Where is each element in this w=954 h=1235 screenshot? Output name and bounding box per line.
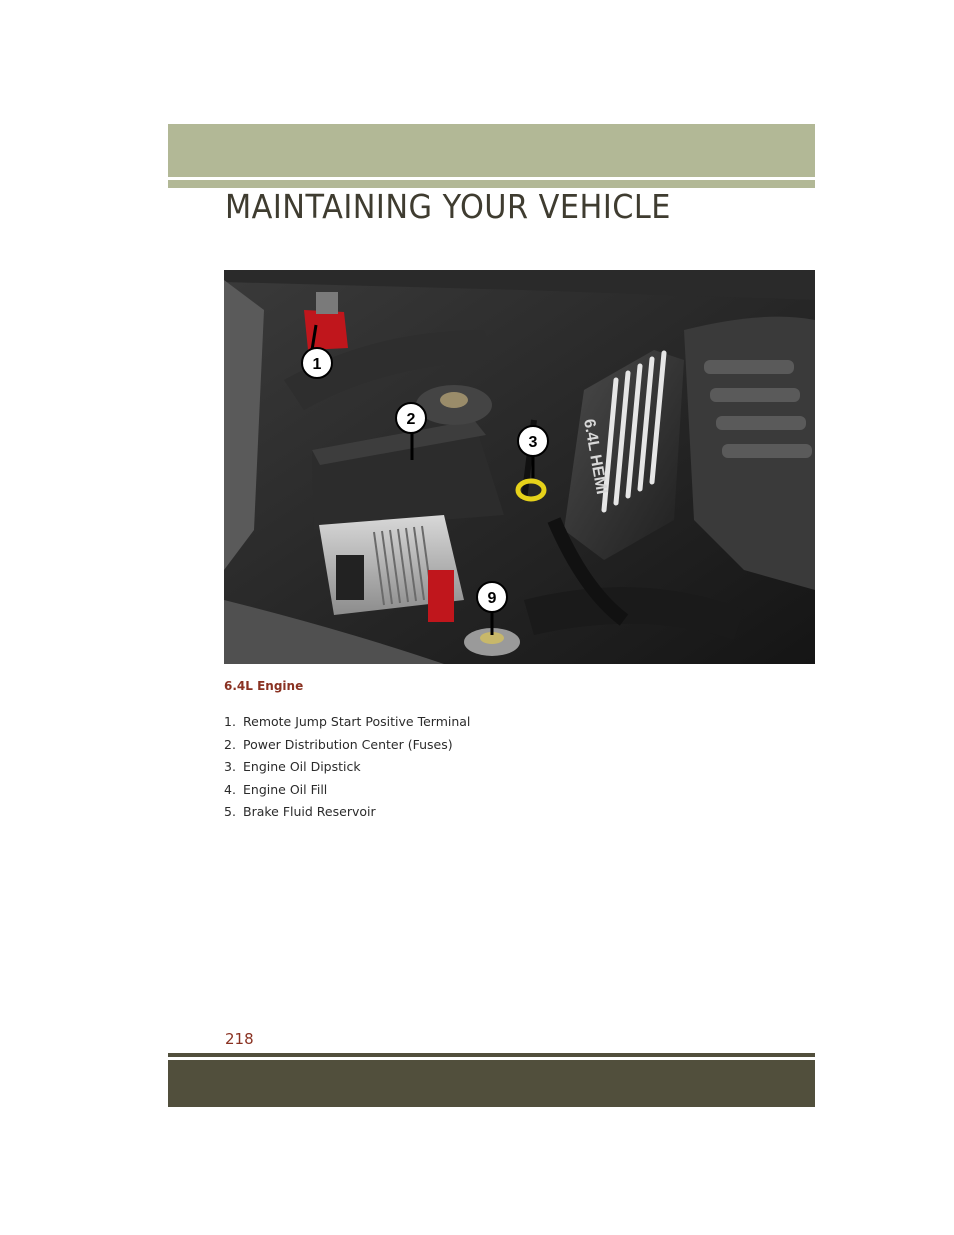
callout-9-label: 9 bbox=[488, 590, 497, 607]
callout-2-label: 2 bbox=[407, 411, 416, 428]
list-item-label: Engine Oil Fill bbox=[243, 781, 328, 797]
engine-control-module bbox=[319, 515, 464, 622]
list-item: 4. Engine Oil Fill bbox=[224, 781, 470, 804]
list-item-label: Remote Jump Start Positive Terminal bbox=[243, 714, 471, 729]
callout-3-label: 3 bbox=[529, 434, 538, 451]
callout-2: 2 bbox=[395, 402, 427, 460]
callout-3: 3 bbox=[517, 425, 549, 478]
footer-band bbox=[168, 1060, 815, 1107]
callout-1-label: 1 bbox=[313, 356, 322, 373]
engine-cover: 6.4L HEMI bbox=[564, 350, 684, 560]
list-item: 5. Brake Fluid Reservoir bbox=[224, 803, 470, 826]
list-item: 1. Remote Jump Start Positive Terminal bbox=[224, 713, 470, 736]
header-band bbox=[168, 124, 815, 177]
engine-photo: 6.4L HEMI 1 2 3 bbox=[224, 270, 815, 664]
list-item-number: 1. bbox=[224, 714, 236, 729]
header-rule bbox=[168, 180, 815, 188]
list-item-number: 4. bbox=[224, 781, 236, 797]
list-item-label: Engine Oil Dipstick bbox=[243, 759, 361, 774]
page-title: MAINTAINING YOUR VEHICLE bbox=[225, 187, 671, 226]
legend-list: 1. Remote Jump Start Positive Terminal 2.… bbox=[224, 713, 470, 826]
footer-rule bbox=[168, 1053, 815, 1057]
power-distribution-center bbox=[312, 420, 504, 530]
figure-caption: 6.4L Engine bbox=[224, 679, 304, 693]
callout-1: 1 bbox=[301, 324, 333, 379]
page-number: 218 bbox=[225, 1030, 254, 1048]
list-item-number: 3. bbox=[224, 759, 236, 774]
list-item-number: 2. bbox=[224, 736, 236, 752]
callout-9: 9 bbox=[476, 581, 508, 635]
list-item-label: Power Distribution Center (Fuses) bbox=[243, 736, 453, 752]
list-item-number: 5. bbox=[224, 804, 236, 819]
list-item: 3. Engine Oil Dipstick bbox=[224, 758, 470, 781]
list-item-label: Brake Fluid Reservoir bbox=[243, 804, 376, 819]
list-item: 2. Power Distribution Center (Fuses) bbox=[224, 736, 470, 759]
